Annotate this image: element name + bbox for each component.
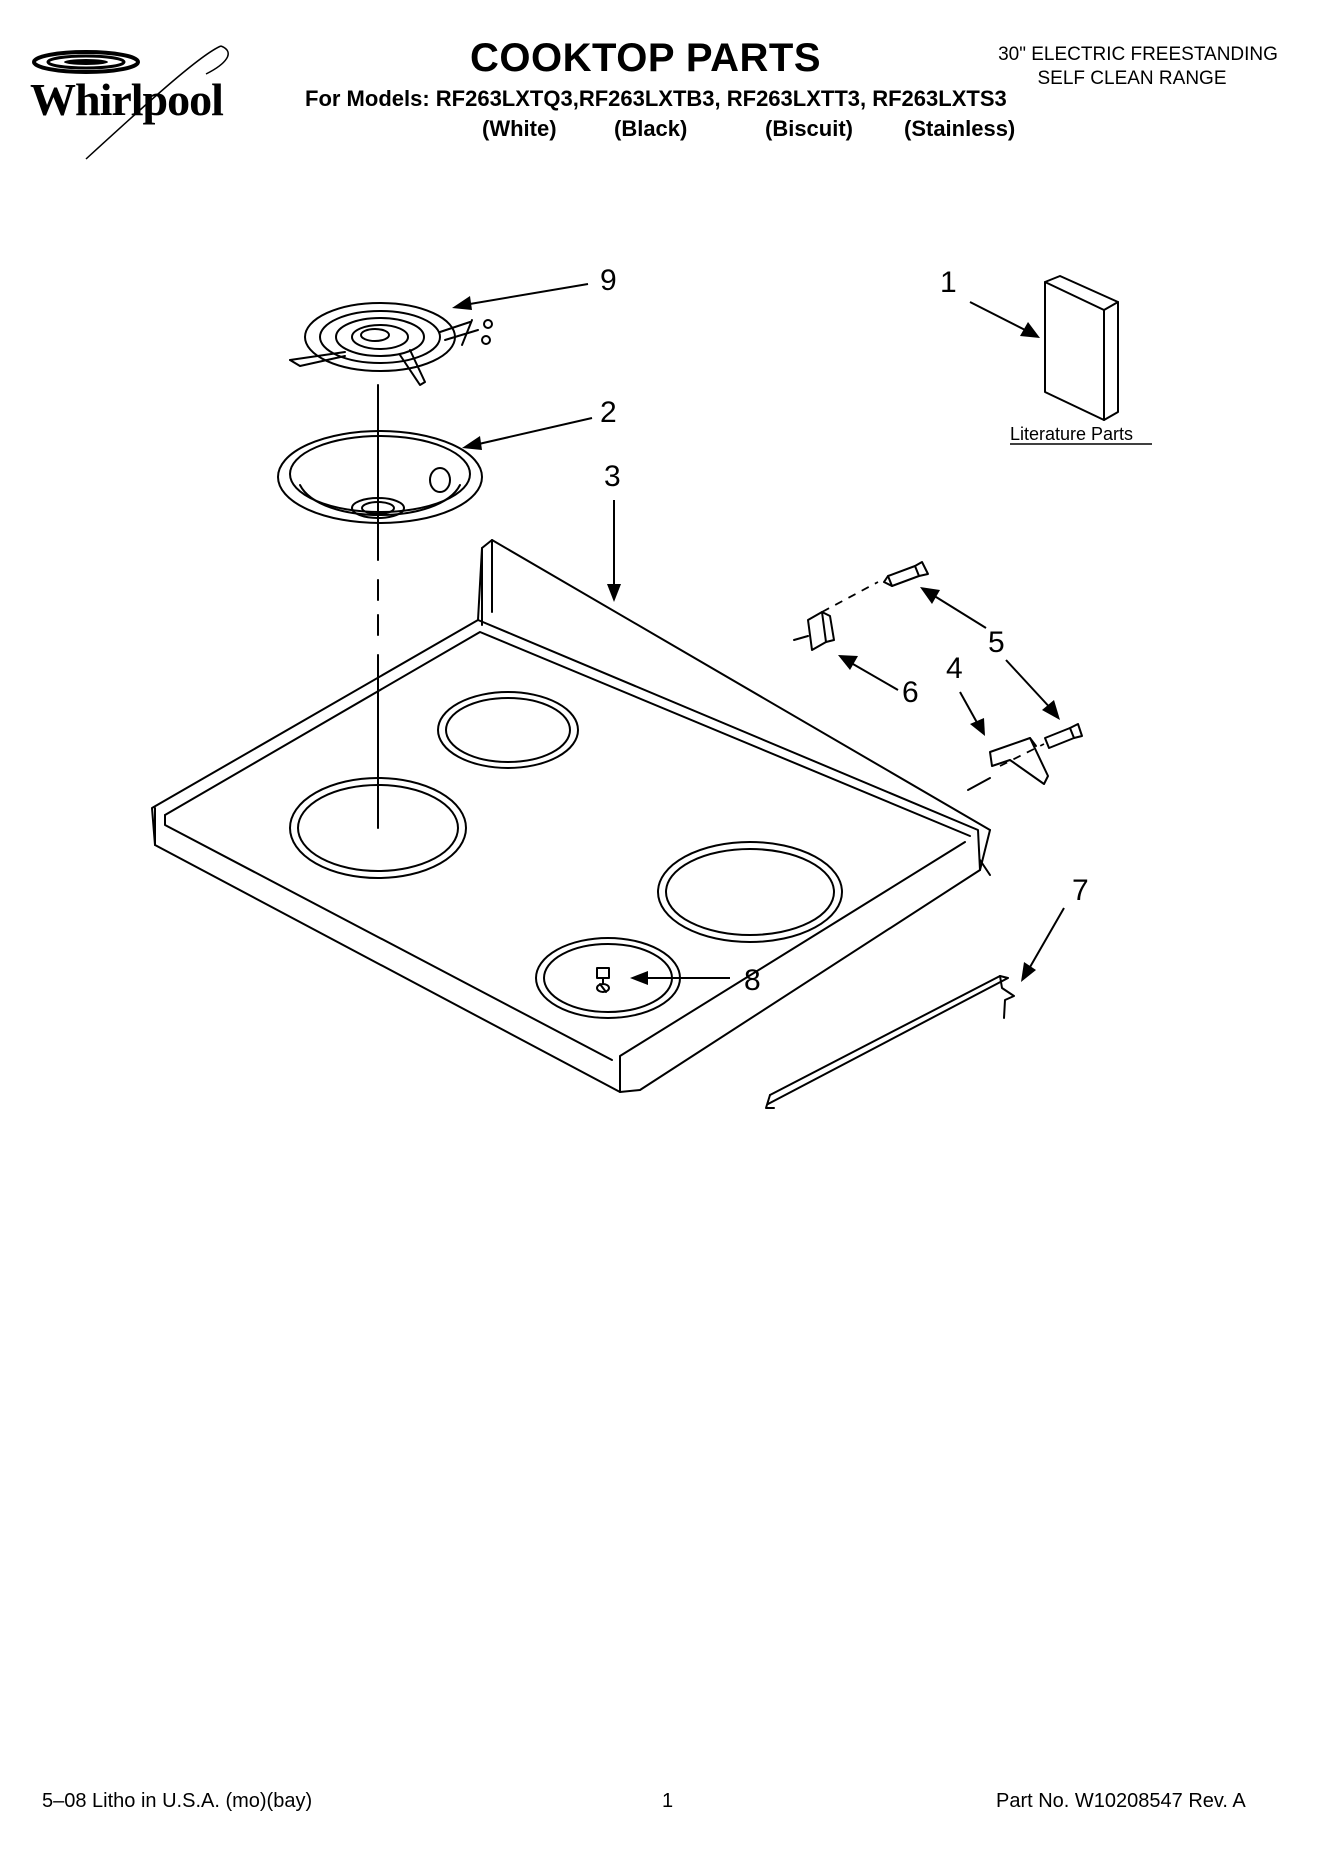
literature-parts-label: Literature Parts [1010,424,1133,444]
callout-3: 3 [604,460,621,493]
literature-part-1 [1044,275,1119,421]
models-line: For Models: RF263LXTQ3,RF263LXTB3, RF263… [305,86,1007,111]
litho-note: 5–08 Litho in U.S.A. (mo)(bay) [42,1790,313,1812]
whirlpool-swirl-logo-icon [32,45,229,160]
variant-stainless: (Stainless) [904,116,1016,141]
part-number: Part No. W10208547 Rev. A [996,1790,1246,1812]
surface-element-part-9 [289,302,493,386]
screw-part-8 [596,967,610,993]
variant-black: (Black) [614,116,688,141]
callout-5: 5 [988,626,1005,659]
callout-6: 6 [902,676,919,709]
trim-strip-part-7 [765,975,1015,1109]
variant-biscuit: (Biscuit) [765,116,853,141]
callout-2: 2 [600,396,617,429]
screw-part-5-upper [883,561,929,587]
page-title: COOKTOP PARTS [470,36,821,80]
range-type-line-2: SELF CLEAN RANGE [1037,68,1227,89]
callout-4: 4 [946,652,963,685]
drip-bowl-part-2 [277,430,483,524]
range-type-line-1: 30" ELECTRIC FREESTANDING [998,44,1278,65]
callout-9: 9 [600,264,617,297]
callout-8: 8 [744,964,761,997]
callout-1: 1 [940,266,957,299]
variant-white: (White) [482,116,557,141]
clip-part-6 [793,611,835,651]
brand-wordmark: Whirlpool [30,74,224,125]
callout-7: 7 [1072,874,1089,907]
page-number: 1 [662,1790,674,1812]
cooktop-part-3 [151,539,991,1093]
screw-part-5-lower [1044,723,1083,749]
bracket-part-4 [967,737,1049,791]
